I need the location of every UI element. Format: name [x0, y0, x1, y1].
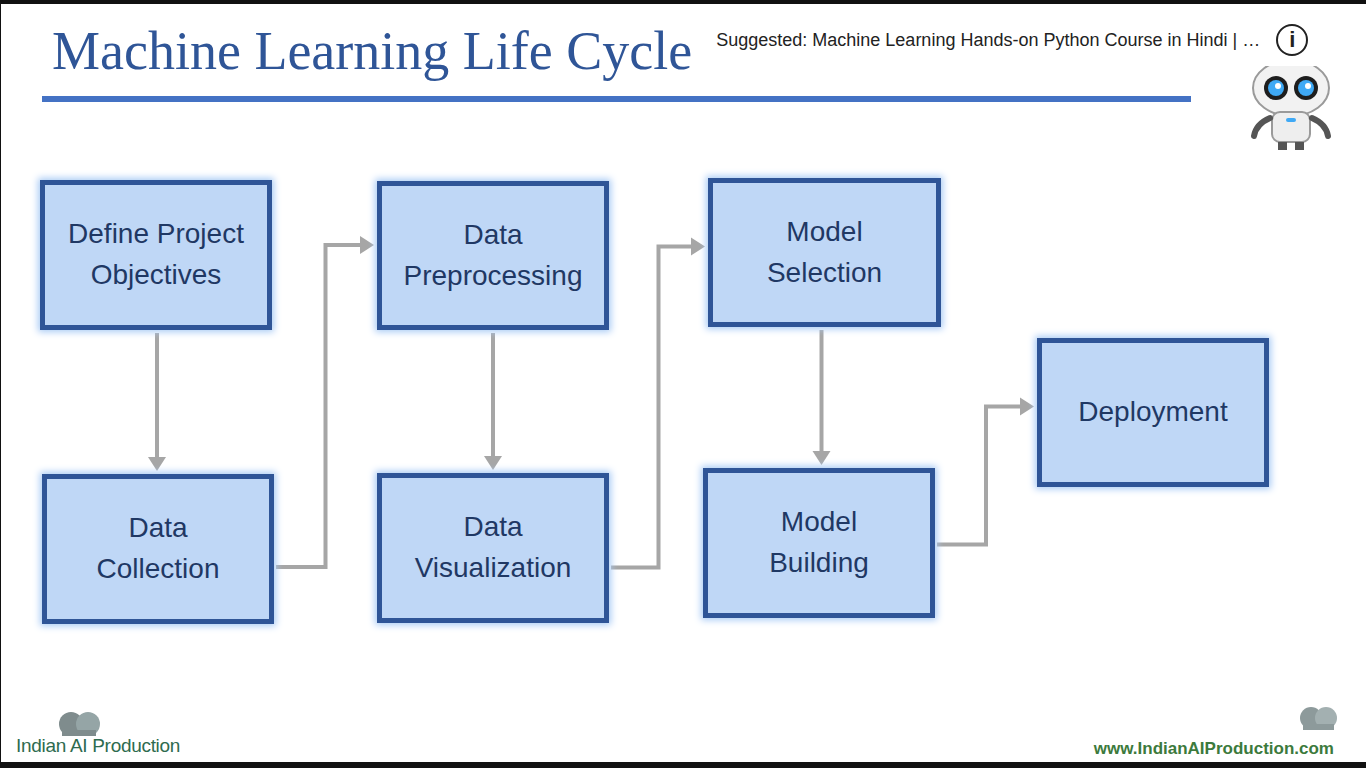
process-box: Define Project Objectives	[40, 180, 272, 330]
frame-bar	[0, 0, 1366, 4]
frame-bar	[0, 0, 1, 768]
box-label: Data Preprocessing	[403, 215, 584, 296]
box-label: Define Project Objectives	[66, 214, 247, 295]
box-label: Deployment	[1078, 392, 1227, 433]
process-box: Deployment	[1037, 338, 1269, 487]
robot-icon	[1253, 60, 1329, 150]
info-icon: i	[1276, 24, 1308, 56]
box-label: Data Visualization	[403, 507, 584, 588]
title-underline	[42, 96, 1191, 102]
process-box: Data Visualization	[377, 473, 609, 623]
logo-icon	[1300, 707, 1337, 730]
process-box: Data Collection	[42, 474, 274, 624]
frame-bar	[0, 762, 1366, 768]
box-label: Model Building	[729, 502, 910, 583]
process-box: Model Selection	[708, 178, 941, 327]
flow-arrow	[148, 333, 166, 471]
box-label: Data Collection	[68, 508, 249, 589]
logo-text: Indian AI Production	[16, 735, 180, 757]
flow-arrow	[611, 238, 705, 568]
flow-arrow	[813, 330, 831, 465]
flow-arrow	[484, 333, 502, 470]
logo-icon	[59, 712, 100, 736]
video-suggestion-bar: Suggested: Machine Learning Hands-on Pyt…	[704, 14, 1352, 66]
process-box: Data Preprocessing	[377, 181, 609, 330]
box-label: Model Selection	[734, 212, 915, 293]
process-box: Model Building	[703, 468, 935, 618]
suggestion-text: Suggested: Machine Learning Hands-on Pyt…	[704, 30, 1260, 51]
flow-arrow	[276, 236, 374, 567]
diagram-title: Machine Learning Life Cycle	[52, 20, 692, 82]
website-url: www.IndianAIProduction.com	[1094, 739, 1334, 759]
flow-arrow	[937, 398, 1034, 545]
